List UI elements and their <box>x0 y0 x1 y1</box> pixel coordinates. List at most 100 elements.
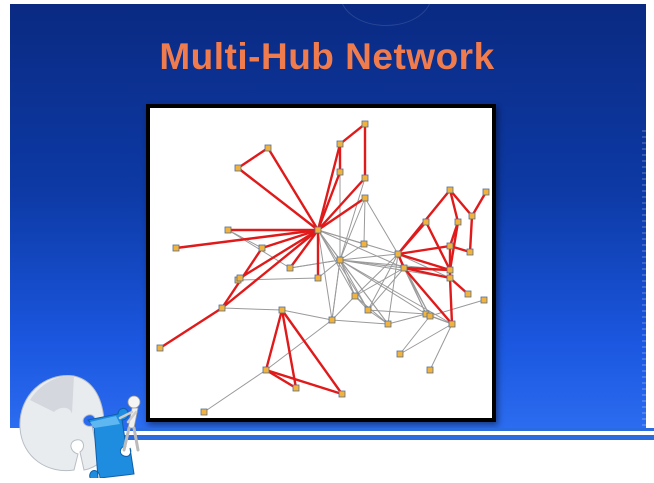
bottom-stripe <box>96 431 654 435</box>
network-edge <box>367 309 427 315</box>
network-node <box>446 266 454 274</box>
network-edge <box>339 259 427 315</box>
network-node <box>480 296 488 304</box>
hub-edge <box>220 228 320 310</box>
hub-edge <box>402 266 452 272</box>
network-edge <box>399 315 431 355</box>
hub-edge <box>402 266 452 280</box>
network-node <box>292 384 300 392</box>
hub-edge <box>424 220 452 272</box>
network-edge <box>203 369 267 413</box>
network-edge <box>387 253 399 325</box>
hub-node <box>314 226 322 234</box>
hub-edge <box>316 176 367 232</box>
network-node <box>314 274 322 282</box>
hub-edge <box>238 228 320 280</box>
network-node <box>361 174 369 182</box>
network-edge <box>339 253 399 261</box>
network-edge <box>363 197 366 245</box>
network-node <box>360 240 368 248</box>
network-edge <box>339 197 366 261</box>
hub-edge <box>158 306 224 350</box>
network-edge <box>237 277 319 281</box>
hub-edge <box>396 244 452 256</box>
network-edge <box>339 177 366 261</box>
network-edge <box>387 313 427 325</box>
network-edge <box>221 307 283 311</box>
network-edge <box>399 323 453 355</box>
network-node <box>464 290 472 298</box>
network-edge <box>317 229 369 311</box>
bottom-stripe <box>96 435 654 440</box>
network-diagram <box>150 108 492 418</box>
network-node <box>422 218 430 226</box>
slide-title: Multi-Hub Network <box>159 36 495 77</box>
network-node <box>200 408 208 416</box>
network-node <box>446 274 454 282</box>
network-node <box>361 120 369 128</box>
network-edge <box>339 259 369 311</box>
network-graph-svg <box>156 120 490 416</box>
network-node <box>361 194 369 202</box>
network-node <box>172 244 180 252</box>
network-edge <box>265 319 333 371</box>
network-node <box>236 274 244 282</box>
network-node <box>336 140 344 148</box>
hub-edge <box>266 146 320 232</box>
network-node <box>454 218 462 226</box>
decorative-circle <box>340 0 432 26</box>
network-node <box>446 186 454 194</box>
hub-edge <box>448 188 460 224</box>
network-node <box>448 320 456 328</box>
network-node <box>336 168 344 176</box>
network-node <box>468 212 476 220</box>
network-node <box>446 242 454 250</box>
hub-edge <box>402 266 454 326</box>
hub-edge <box>264 368 298 390</box>
network-node <box>394 250 402 258</box>
network-edge <box>429 299 485 317</box>
network-edge <box>317 229 333 321</box>
network-edge <box>354 267 405 297</box>
hub-edge <box>316 142 342 232</box>
network-edge <box>339 243 365 261</box>
network-edge <box>429 315 453 325</box>
network-edge <box>339 259 356 297</box>
hub-edge <box>264 308 284 372</box>
hub-edge <box>288 228 320 270</box>
network-node <box>262 366 270 374</box>
network-node <box>384 320 392 328</box>
network-node <box>156 344 164 352</box>
hub-edge <box>396 252 452 272</box>
network-node <box>396 350 404 358</box>
network-node <box>351 292 359 300</box>
network-edge <box>367 267 405 311</box>
network-node <box>336 256 344 264</box>
puzzle-figure-icon <box>19 375 141 478</box>
hub-edge <box>338 122 367 146</box>
network-edge <box>367 253 399 311</box>
hub-edge <box>260 228 320 250</box>
network-edge <box>364 197 399 255</box>
bottom-stripe <box>96 428 654 431</box>
network-edge <box>289 259 341 269</box>
network-edge <box>331 319 389 325</box>
network-edge <box>339 259 389 325</box>
network-node <box>258 244 266 252</box>
hub-edge <box>280 308 344 396</box>
network-node <box>278 306 286 314</box>
network-node <box>218 304 226 312</box>
network-node <box>328 316 336 324</box>
network-node <box>400 264 408 272</box>
network-node <box>264 144 272 152</box>
network-edge <box>317 259 341 279</box>
hub-edge <box>280 308 298 390</box>
hub-edge <box>316 196 367 232</box>
network-node <box>364 306 372 314</box>
hub-edge <box>236 146 270 170</box>
network-edge <box>281 309 333 321</box>
hub-edge <box>448 276 454 326</box>
network-edge <box>429 323 453 371</box>
hub-edge <box>448 188 474 218</box>
